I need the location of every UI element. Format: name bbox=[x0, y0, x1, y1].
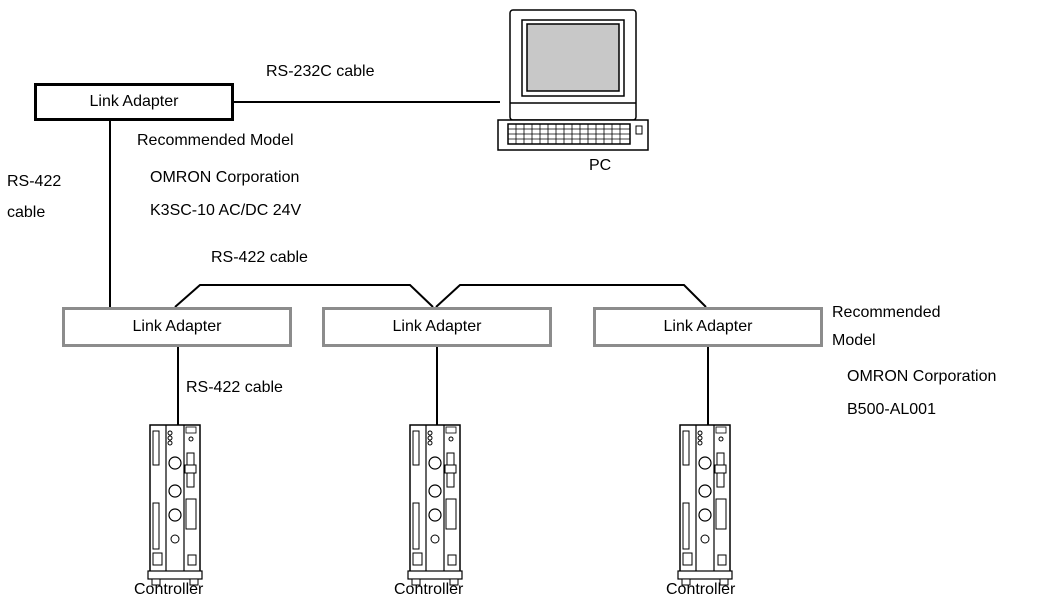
top-recommended-heading: Recommended Model bbox=[137, 132, 294, 149]
top-recommended-model: K3SC-10 AC/DC 24V bbox=[150, 202, 302, 219]
sub-link-adapter-box-3: Link Adapter bbox=[593, 307, 823, 347]
rs422-bus-cable-line-2 bbox=[435, 284, 707, 308]
rs422-bus-label: RS-422 cable bbox=[211, 249, 308, 266]
controller-icon-2 bbox=[407, 424, 463, 586]
top-link-adapter-box: Link Adapter bbox=[34, 83, 234, 121]
sub-link-adapter-box-1: Link Adapter bbox=[62, 307, 292, 347]
controller-icon-3 bbox=[677, 424, 733, 586]
sub-recommended-company: OMRON Corporation bbox=[847, 368, 997, 385]
controller-label-1: Controller bbox=[134, 581, 204, 598]
rs422-vertical-label-line2: cable bbox=[7, 204, 46, 221]
controller-icon-1 bbox=[147, 424, 203, 586]
sub-link-adapter-box-2: Link Adapter bbox=[322, 307, 552, 347]
sub-recommended-heading-line2: Model bbox=[832, 332, 876, 349]
sub-recommended-model: B500-AL001 bbox=[847, 401, 936, 418]
rs422-controller-label: RS-422 cable bbox=[186, 379, 283, 396]
top-recommended-company: OMRON Corporation bbox=[150, 169, 300, 186]
pc-label: PC bbox=[589, 157, 612, 174]
controller-label-3: Controller bbox=[666, 581, 736, 598]
rs232c-cable-label: RS-232C cable bbox=[266, 63, 375, 80]
sub-link-adapter-label-2: Link Adapter bbox=[392, 318, 482, 335]
controller-label-2: Controller bbox=[394, 581, 464, 598]
sub-link-adapter-label-1: Link Adapter bbox=[132, 318, 222, 335]
rs422-bus-cable-line bbox=[174, 284, 434, 308]
sub-recommended-heading-line1: Recommended bbox=[832, 304, 941, 321]
sub-link-adapter-label-3: Link Adapter bbox=[663, 318, 753, 335]
rs422-vertical-label-line1: RS-422 bbox=[7, 173, 62, 190]
top-link-adapter-label: Link Adapter bbox=[89, 93, 179, 110]
